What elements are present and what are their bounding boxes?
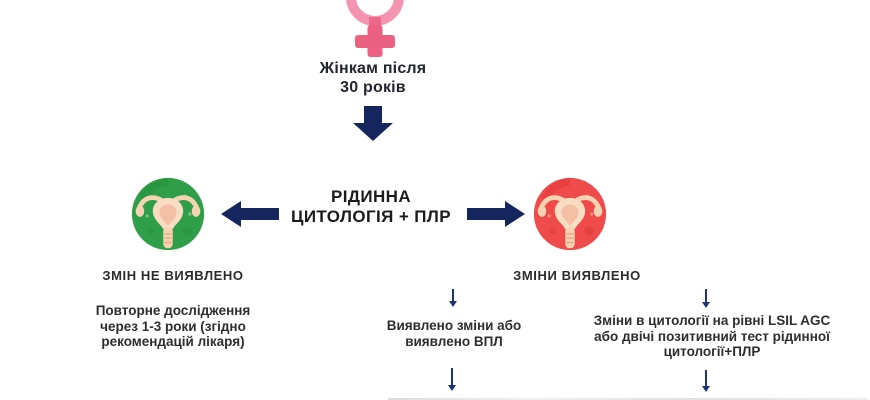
cutoff-content-hint [388, 398, 868, 400]
outcome-right-note: Зміни в цитології на рівні LSIL AGC або … [593, 313, 831, 359]
repeat-exam-note: Повторне дослідження через 1-3 роки (згі… [95, 303, 251, 349]
left-block-arrow-icon [221, 201, 279, 227]
result-changes-label: ЗМІНИ ВИЯВЛЕНО [513, 268, 641, 283]
female-gender-icon [346, 0, 404, 57]
main-title: РІДИННА ЦИТОЛОГІЯ + ПЛР [271, 187, 471, 227]
thin-down-arrow-right-2 [702, 370, 710, 392]
down-block-arrow-icon [353, 106, 393, 141]
right-block-arrow-icon [467, 201, 525, 227]
audience-label: Жінкам після 30 років [273, 59, 473, 97]
outcome-mid-note: Виявлено зміни або виявлено ВПЛ [386, 318, 522, 349]
uterus-icon-red [532, 176, 608, 252]
uterus-icon-green [130, 176, 206, 252]
main-title-line2: ЦИТОЛОГІЯ + ПЛР [291, 207, 451, 226]
thin-down-arrow-mid-2 [448, 368, 456, 391]
result-no-changes-label: ЗМІН НЕ ВИЯВЛЕНО [102, 268, 244, 283]
audience-label-line1: Жінкам після [319, 60, 427, 77]
audience-label-line2: 30 років [340, 79, 406, 96]
main-title-line1: РІДИННА [330, 187, 412, 206]
thin-down-arrow-right-1 [702, 289, 710, 308]
thin-down-arrow-mid-1 [449, 289, 457, 307]
